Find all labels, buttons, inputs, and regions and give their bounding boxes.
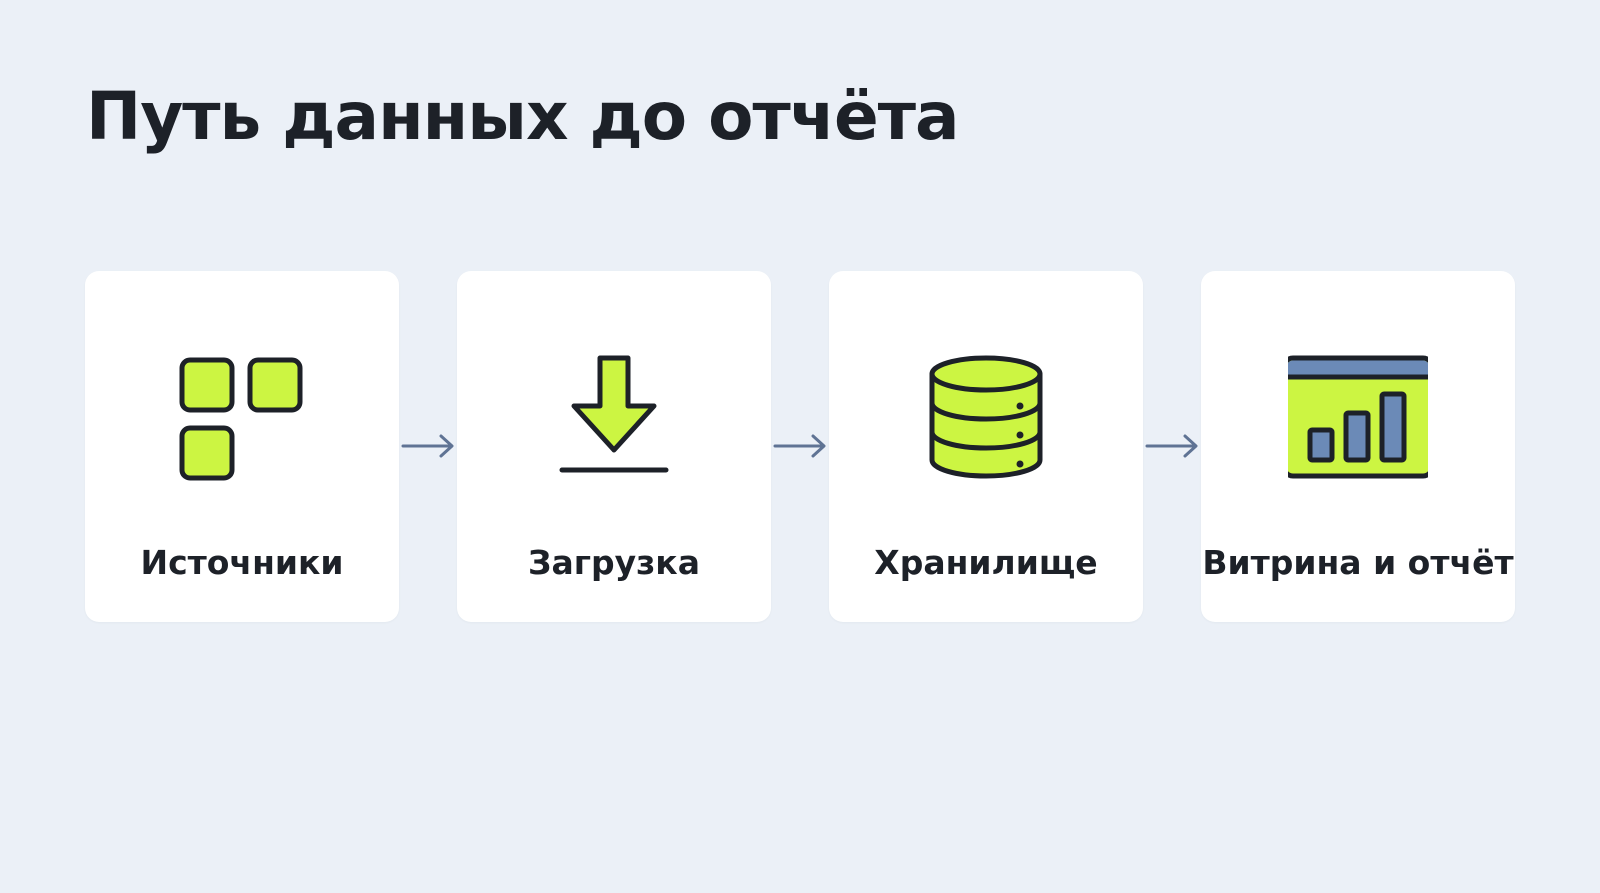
step-card-report: Витрина и отчёт [1201,271,1515,622]
download-icon [544,350,684,490]
arrow-right-icon [773,431,830,461]
step-label-sources: Источники [140,543,344,582]
arrow-right-icon [1145,431,1202,461]
page-title: Путь данных до отчёта [86,78,960,155]
step-card-loading: Загрузка [457,271,771,622]
step-label-loading: Загрузка [528,543,700,582]
step-label-report: Витрина и отчёт [1202,543,1514,582]
database-icon [916,350,1056,490]
pipeline-flow: Источники Загрузка [85,271,1515,622]
arrow-right-icon [401,431,458,461]
blocks-icon [172,350,312,490]
dashboard-chart-icon [1288,350,1428,490]
step-card-storage: Хранилище [829,271,1143,622]
step-label-storage: Хранилище [874,543,1098,582]
step-card-sources: Источники [85,271,399,622]
